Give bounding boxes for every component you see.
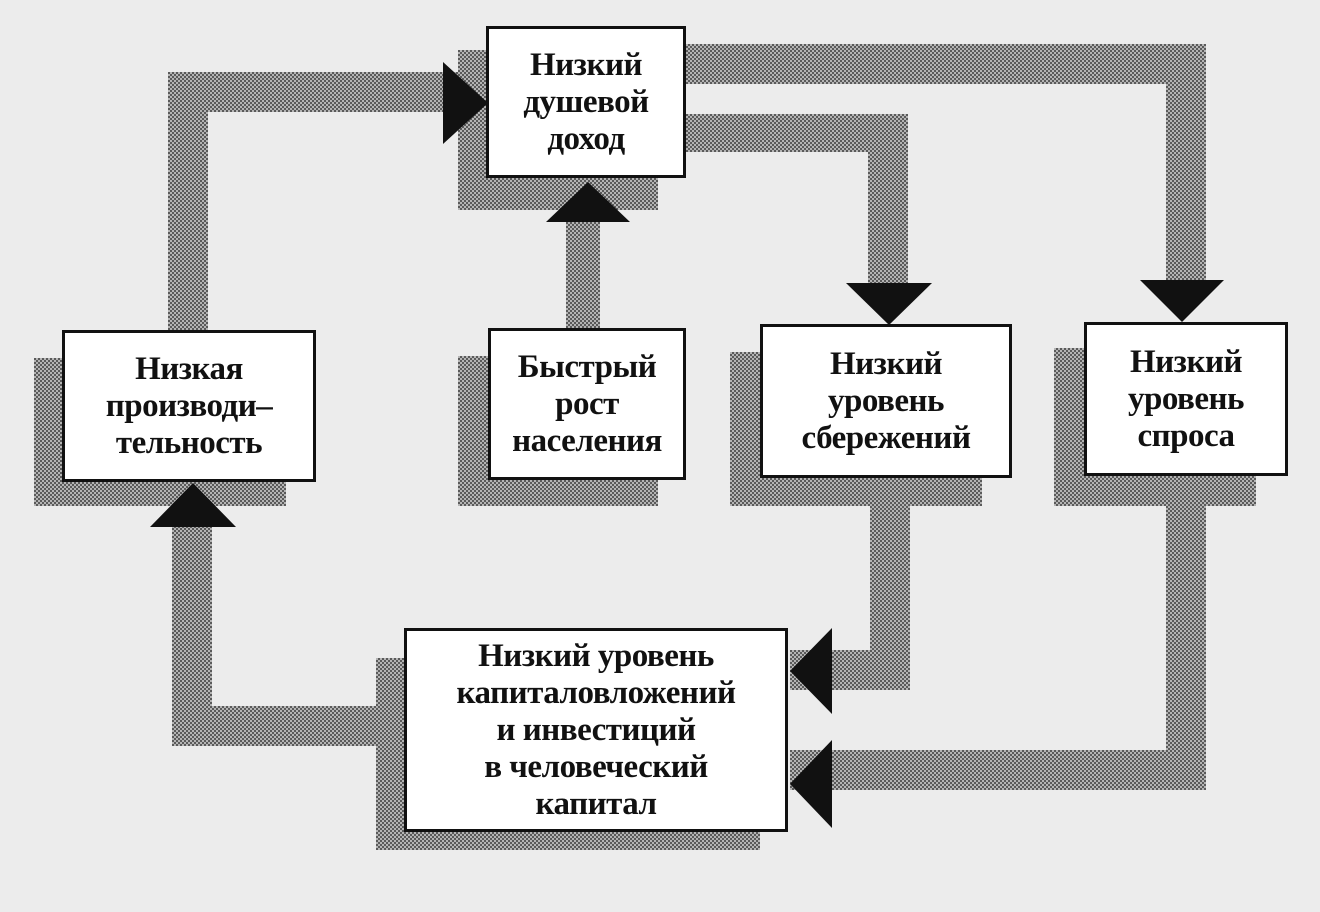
node-investment-line: Низкий уровень	[478, 637, 714, 674]
connectors	[168, 44, 1206, 790]
node-population-line: населения	[512, 422, 662, 459]
node-income: Низкий душевой доход	[486, 26, 686, 178]
arrowhead-into-investment-upper	[790, 628, 832, 714]
node-investment-line: в человеческий	[484, 748, 708, 785]
node-demand-line: уровень	[1128, 380, 1244, 417]
node-savings-line: уровень	[828, 382, 944, 419]
edge-income-savings-vertical	[868, 114, 908, 284]
edge-investment-productivity-vertical	[172, 525, 212, 746]
edge-demand-investment-vertical	[1166, 500, 1206, 790]
node-demand: Низкий уровень спроса	[1084, 322, 1288, 476]
arrowhead-into-income-bottom	[546, 182, 630, 222]
arrowheads	[150, 62, 1224, 828]
node-demand-line: Низкий	[1130, 343, 1242, 380]
node-productivity-line: производи–	[105, 387, 273, 424]
node-savings: Низкий уровень сбережений	[760, 324, 1012, 478]
node-population: Быстрый рост населения	[488, 328, 686, 480]
edge-income-demand-vertical	[1166, 44, 1206, 280]
node-population-line: рост	[555, 385, 619, 422]
node-productivity: Низкая производи– тельность	[62, 330, 316, 482]
node-investment-line: и инвестиций	[496, 711, 696, 748]
edge-income-demand-horizontal	[686, 44, 1206, 84]
node-demand-line: спроса	[1137, 417, 1235, 454]
arrowhead-into-demand	[1140, 280, 1224, 322]
node-income-line: Низкий	[530, 46, 642, 83]
edge-productivity-income-vertical	[168, 72, 208, 332]
node-productivity-line: Низкая	[135, 350, 243, 387]
node-investment-line: капиталовложений	[456, 674, 736, 711]
node-savings-line: Низкий	[830, 345, 942, 382]
node-savings-line: сбережений	[801, 419, 971, 456]
arrowhead-into-savings	[846, 283, 932, 325]
arrowhead-into-income-left	[443, 62, 488, 144]
arrowhead-into-productivity	[150, 483, 236, 527]
node-investment-line: капитал	[535, 785, 657, 822]
edge-population-income	[566, 215, 600, 330]
arrowhead-into-investment-lower	[790, 740, 832, 828]
edge-demand-investment-horizontal	[790, 750, 1206, 790]
node-income-line: доход	[547, 120, 625, 157]
node-productivity-line: тельность	[115, 424, 263, 461]
edge-productivity-income-horizontal	[168, 72, 458, 112]
node-population-line: Быстрый	[517, 348, 657, 385]
node-income-line: душевой	[523, 83, 649, 120]
node-investment: Низкий уровень капиталовложений и инвест…	[404, 628, 788, 832]
